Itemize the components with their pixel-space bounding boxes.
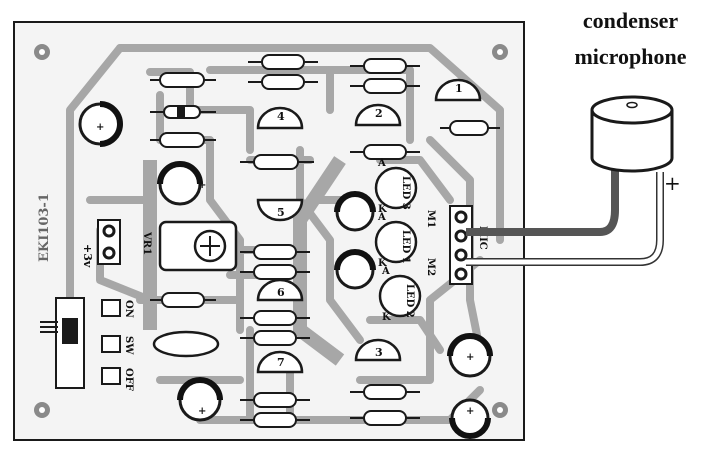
transistor-7 [256, 350, 304, 374]
ceramic-capacitor [152, 330, 220, 358]
mic-wire-light [466, 172, 663, 265]
m2-label: M2 [425, 258, 436, 276]
resistor-r4 [350, 78, 420, 94]
cap-plus-c7: + [466, 406, 474, 417]
resistor-r6 [150, 105, 216, 119]
transistor-6 [256, 278, 304, 302]
resistor-r5 [150, 72, 216, 88]
header-labels: M1 M2 MIC [425, 210, 488, 276]
resistor-r2 [248, 74, 318, 90]
board-id-label: EKI103-1 [37, 193, 52, 262]
transistor-label-4: 4 [277, 110, 285, 123]
title-condenser: condenser [582, 8, 679, 33]
ground-traces [143, 156, 346, 366]
transistor-label-5: 5 [277, 206, 285, 219]
led-label-2: LED 2 [404, 284, 415, 318]
resistor-r1 [248, 54, 318, 70]
variable-resistor-vr1 [158, 220, 238, 272]
transistor-5 [256, 198, 304, 222]
led-cathode-2: K [382, 312, 391, 323]
led-label-1: LED 1 [400, 230, 411, 264]
resistor-r9 [350, 144, 420, 160]
transistor-label-3: 3 [375, 346, 383, 359]
capacitors [78, 101, 493, 439]
transistor-2 [354, 103, 402, 127]
capacitor-c2 [157, 161, 203, 206]
mic-plus-label: + [664, 171, 681, 195]
resistor-r19 [350, 410, 420, 426]
cap-plus-c1: + [96, 122, 104, 133]
capacitor-c3 [334, 191, 376, 232]
resistor-r13 [150, 292, 216, 308]
resistors [150, 54, 500, 428]
capacitor-c4 [334, 249, 376, 290]
led-3 [374, 166, 418, 210]
power-plus-label: +3v [81, 244, 94, 268]
switch-label-on: ON [123, 300, 134, 318]
switch-label-sw: SW [123, 336, 134, 355]
led-label-3: LED 3 [400, 176, 411, 210]
resistor-r12 [240, 264, 310, 280]
switch-labels: ON SW OFF [123, 300, 134, 391]
power-minus-label: − [90, 218, 105, 229]
resistor-r8 [240, 154, 314, 170]
switch-label-off: OFF [123, 368, 134, 391]
mounting-holes [34, 44, 508, 418]
transistor-labels: 1 2 3 4 5 6 7 [277, 82, 463, 369]
resistor-r15 [240, 330, 310, 346]
capacitor-c7 [449, 398, 491, 439]
led-cathode-3: K [378, 204, 387, 215]
power-switch [40, 297, 121, 389]
led-cathode-1: K [378, 258, 387, 269]
resistor-r10 [440, 120, 500, 136]
m1-label: M1 [425, 210, 436, 228]
condenser-microphone [590, 95, 674, 173]
transistor-label-6: 6 [277, 286, 285, 299]
capacitor-c5 [177, 377, 223, 422]
led-anode-2: A [381, 266, 390, 277]
capacitor-plus-labels: + + + + + [96, 122, 474, 417]
led-1 [374, 220, 418, 264]
transistors [256, 78, 482, 374]
capacitor-c6 [447, 333, 493, 378]
transistor-label-7: 7 [277, 356, 285, 369]
mic-pad-label: MIC [477, 226, 488, 250]
power-connector [97, 219, 121, 265]
resistor-r7 [150, 132, 216, 148]
transistor-3 [354, 338, 402, 362]
resistor-r14 [240, 310, 310, 326]
mic-wire-dark [466, 170, 619, 236]
led-2 [378, 274, 422, 318]
vr1-label: VR1 [141, 231, 152, 255]
transistor-4 [256, 106, 304, 130]
cap-plus-c6: + [466, 352, 474, 363]
led-anode-1: A [377, 212, 386, 223]
cap-plus-c2: + [198, 180, 206, 191]
led-anode-3: A [377, 158, 386, 169]
led-labels: LED 3 LED 1 LED 2 A A A K K K [377, 158, 415, 323]
resistor-r18 [350, 384, 420, 400]
resistor-r11 [240, 244, 310, 260]
resistor-r16 [240, 392, 310, 408]
resistor-r3 [350, 58, 420, 74]
cap-plus-c5: + [198, 406, 206, 417]
resistor-r17 [240, 412, 310, 428]
leds [374, 166, 422, 318]
transistor-1 [434, 78, 482, 102]
transistor-label-2: 2 [375, 107, 383, 120]
capacitor-c1 [78, 101, 123, 147]
title-microphone: microphone [574, 44, 687, 69]
transistor-label-1: 1 [455, 82, 463, 95]
mic-header [449, 205, 473, 285]
